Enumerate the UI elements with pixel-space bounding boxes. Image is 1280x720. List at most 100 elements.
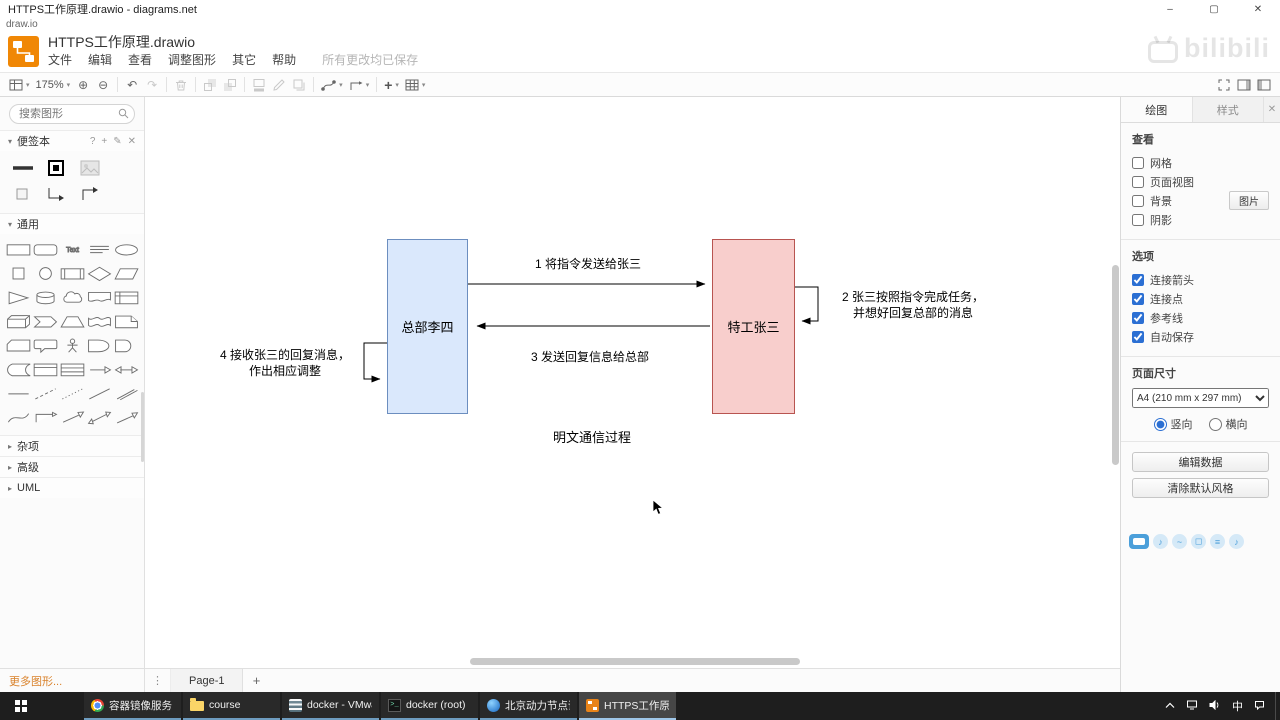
shape-text[interactable]: Text <box>60 240 85 259</box>
shape-or[interactable] <box>87 336 112 355</box>
network-icon[interactable] <box>1186 700 1198 713</box>
menu-arrange[interactable]: 调整图形 <box>168 53 217 67</box>
menu-view[interactable]: 查看 <box>128 53 153 67</box>
shape-dashed-line[interactable] <box>33 384 58 403</box>
scratchpad-item-black-box[interactable] <box>44 159 68 177</box>
landscape-radio[interactable] <box>1208 417 1222 431</box>
connection-button[interactable]: ▾ <box>318 74 346 95</box>
shape-bidirectional-connector[interactable] <box>87 408 112 427</box>
orientation-portrait[interactable]: 竖向 <box>1153 416 1193 432</box>
connection-points-checkbox[interactable] <box>1132 292 1144 305</box>
scratchpad-header[interactable]: ▾ 便签本 ? + ✎ ✕ <box>0 130 144 151</box>
shape-elbow-connector[interactable] <box>33 408 58 427</box>
section-general[interactable]: ▾ 通用 <box>0 213 144 234</box>
connection-arrows-checkbox[interactable] <box>1132 273 1144 286</box>
shape-line[interactable] <box>87 384 112 403</box>
shape-square[interactable] <box>6 264 31 283</box>
shape-process[interactable] <box>60 264 85 283</box>
delete-button[interactable] <box>171 74 191 95</box>
section-uml[interactable]: ▸ UML <box>0 477 144 498</box>
maximize-button[interactable]: ▢ <box>1209 3 1219 15</box>
search-input[interactable] <box>9 104 135 124</box>
edge-label-step1[interactable]: 1 将指令发送给张三 <box>532 256 644 272</box>
taskbar-item-explorer[interactable]: course <box>183 692 280 720</box>
show-desktop-button[interactable] <box>1275 692 1280 720</box>
close-icon[interactable]: ✕ <box>127 135 136 147</box>
shape-note[interactable] <box>114 312 139 331</box>
waypoints-button[interactable]: ▾ <box>346 74 373 95</box>
shape-curve[interactable] <box>6 408 31 427</box>
add-page-button[interactable]: + <box>252 673 261 688</box>
edge-label-step2[interactable]: 2 张三按照指令完成任务， 并想好回复总部的消息 <box>839 289 987 321</box>
shape-trapezoid[interactable] <box>60 312 85 331</box>
volume-icon[interactable] <box>1209 699 1221 713</box>
scratchpad-item-corner-connector-up[interactable] <box>78 185 102 203</box>
shape-list[interactable] <box>60 360 85 379</box>
taskbar-item-drawio[interactable]: HTTPS工作原理.dr... <box>579 692 676 720</box>
more-shapes-button[interactable]: 更多图形... <box>0 668 144 692</box>
clear-default-style-button[interactable]: 清除默认风格 <box>1132 478 1269 498</box>
shape-step[interactable] <box>33 312 58 331</box>
edit-icon[interactable]: ✎ <box>113 135 122 147</box>
page-tab[interactable]: Page-1 <box>171 669 244 692</box>
shape-ellipse[interactable] <box>114 240 139 259</box>
shape-rounded-rectangle[interactable] <box>33 240 58 259</box>
toggle-format-panel-button[interactable] <box>1234 74 1254 95</box>
grid-checkbox[interactable] <box>1132 156 1144 169</box>
shape-rectangle[interactable] <box>6 240 31 259</box>
view-button[interactable]: ▾ <box>6 74 33 95</box>
fullscreen-button[interactable] <box>1214 74 1234 95</box>
shape-data-storage[interactable] <box>6 360 31 379</box>
paper-size-select[interactable]: A4 (210 mm x 297 mm) <box>1132 388 1269 408</box>
tab-diagram[interactable]: 绘图 <box>1121 97 1193 122</box>
shape-circle[interactable] <box>33 264 58 283</box>
to-front-button[interactable] <box>200 74 220 95</box>
add-icon[interactable]: + <box>101 135 108 147</box>
node-headquarters[interactable]: 总部李四 <box>387 239 468 414</box>
to-back-button[interactable] <box>220 74 240 95</box>
pages-menu-button[interactable]: ⋮ <box>145 669 171 692</box>
edge-label-step3[interactable]: 3 发送回复信息给总部 <box>528 349 652 365</box>
shape-actor[interactable] <box>60 336 85 355</box>
menu-extras[interactable]: 其它 <box>232 53 257 67</box>
diagram-caption[interactable]: 明文通信过程 <box>550 430 634 446</box>
shape-card[interactable] <box>6 336 31 355</box>
fill-color-button[interactable] <box>249 74 269 95</box>
autosave-checkbox[interactable] <box>1132 330 1144 343</box>
portrait-radio[interactable] <box>1153 417 1167 431</box>
taskbar-item-browser[interactable]: 北京动力节点课程... <box>480 692 577 720</box>
minimize-button[interactable]: – <box>1167 3 1173 15</box>
shape-document[interactable] <box>87 288 112 307</box>
section-misc[interactable]: ▸ 杂项 <box>0 435 144 456</box>
edit-data-button[interactable]: 编辑数据 <box>1132 452 1269 472</box>
page-view-checkbox[interactable] <box>1132 175 1144 188</box>
taskbar-item-vmware[interactable]: docker - VMware... <box>282 692 379 720</box>
vertical-scrollbar[interactable] <box>1112 265 1119 465</box>
node-agent[interactable]: 特工张三 <box>712 239 795 414</box>
orientation-landscape[interactable]: 横向 <box>1208 416 1248 432</box>
taskbar-item-terminal[interactable]: >_ docker (root) <box>381 692 478 720</box>
edge-label-step4[interactable]: 4 接收张三的回复消息， 作出相应调整 <box>217 347 353 379</box>
drawing-canvas[interactable]: 总部李四 特工张三 1 将指令发送给张三 2 张三按照指令完成任务， 并想好回复… <box>145 97 1120 668</box>
menu-help[interactable]: 帮助 <box>272 53 297 67</box>
shape-bold-line[interactable] <box>6 384 31 403</box>
toggle-shapes-panel-button[interactable] <box>1254 74 1274 95</box>
shadow-button[interactable] <box>289 74 309 95</box>
close-button[interactable]: ✕ <box>1253 3 1263 15</box>
scratchpad-item-mini-shape[interactable] <box>10 185 34 203</box>
insert-button[interactable]: + ▾ <box>381 74 402 95</box>
menu-file[interactable]: 文件 <box>48 53 73 67</box>
close-panel-icon[interactable]: ✕ <box>1267 104 1277 115</box>
action-center-icon[interactable] <box>1254 700 1265 713</box>
shape-dotted-line[interactable] <box>60 384 85 403</box>
shape-internal-storage[interactable] <box>114 288 139 307</box>
shape-directional-connector[interactable] <box>114 408 139 427</box>
horizontal-scrollbar[interactable] <box>470 658 800 665</box>
line-color-button[interactable] <box>269 74 289 95</box>
shape-tape[interactable] <box>87 312 112 331</box>
hidden-icons-chevron[interactable] <box>1165 700 1175 712</box>
shape-parallelogram[interactable] <box>114 264 139 283</box>
menu-edit[interactable]: 编辑 <box>88 53 113 67</box>
table-button[interactable]: ▾ <box>402 74 429 95</box>
zoom-out-button[interactable]: ⊖ <box>98 77 109 92</box>
